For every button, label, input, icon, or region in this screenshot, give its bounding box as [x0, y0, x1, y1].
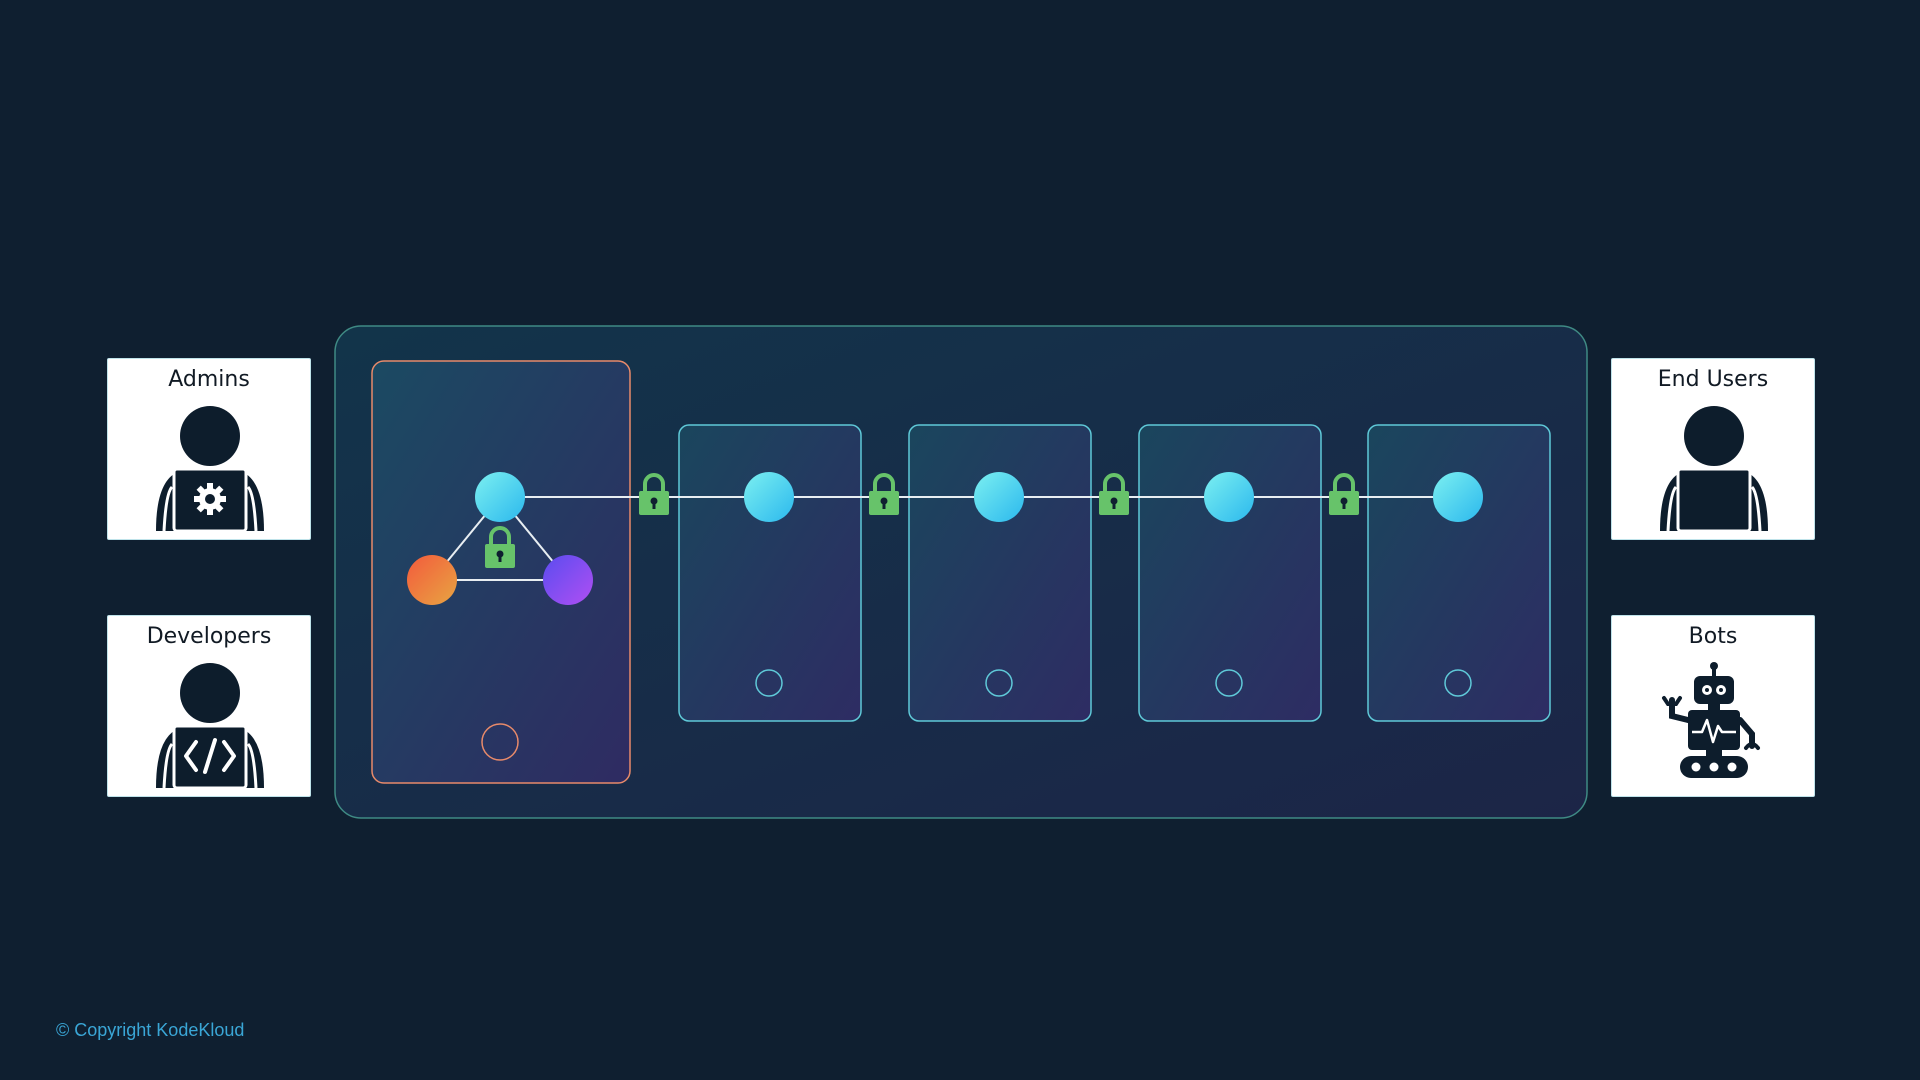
lock-icon: [1099, 473, 1129, 515]
replica-port: [985, 669, 1013, 697]
replica-node-2: [908, 424, 1092, 722]
primary-node-box: [371, 360, 631, 784]
developers-label: Developers: [146, 624, 272, 649]
admins-label: Admins: [168, 367, 250, 392]
developers-card: Developers: [107, 615, 311, 797]
replica-node-4: [1367, 424, 1551, 722]
bots-label: Bots: [1688, 624, 1738, 649]
robot-icon: [1662, 662, 1760, 778]
bots-card: Bots: [1611, 615, 1815, 797]
primary-purple-node: [543, 555, 593, 605]
end-users-label: End Users: [1657, 367, 1769, 392]
replica-box: [678, 424, 862, 722]
primary-orange-node: [407, 555, 457, 605]
replica-port: [1215, 669, 1243, 697]
replica-node-3: [1138, 424, 1322, 722]
replica-port: [1444, 669, 1472, 697]
primary-top-node: [475, 472, 525, 522]
copyright-text: © Copyright KodeKloud: [56, 1020, 245, 1040]
replica-node-dot: [1433, 472, 1483, 522]
primary-node-port: [481, 723, 519, 761]
end-user-icon: [1660, 406, 1768, 533]
replica-node-1: [678, 424, 862, 722]
admin-user-icon: [156, 406, 264, 533]
developer-user-icon: [156, 663, 264, 790]
end-users-card: End Users: [1611, 358, 1815, 540]
lock-icon: [639, 473, 669, 515]
replica-box: [908, 424, 1092, 722]
replica-node-dot: [744, 472, 794, 522]
lock-icon: [1329, 473, 1359, 515]
lock-icon: [485, 526, 515, 568]
replica-node-dot: [1204, 472, 1254, 522]
replica-node-dot: [974, 472, 1024, 522]
replica-box: [1138, 424, 1322, 722]
admins-card: Admins: [107, 358, 311, 540]
lock-icon: [869, 473, 899, 515]
replica-box: [1367, 424, 1551, 722]
replica-port: [755, 669, 783, 697]
